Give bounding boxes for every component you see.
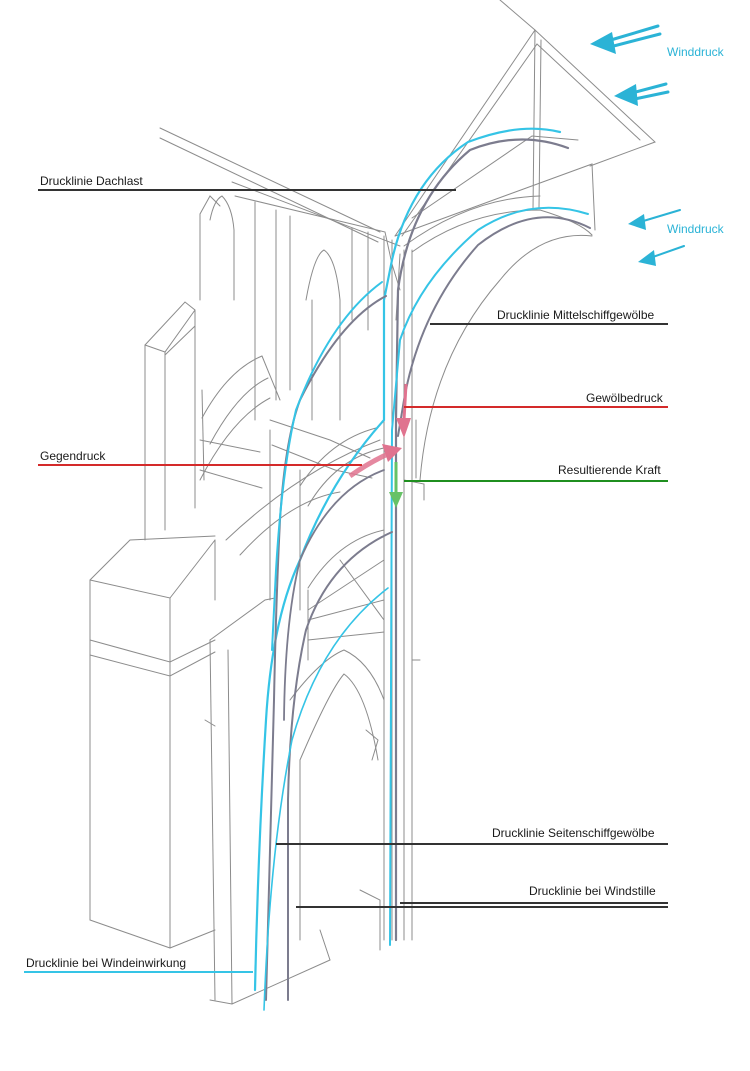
wind-line-secondary-cyan xyxy=(389,206,589,946)
label-drucklinie-dachlast: Drucklinie Dachlast xyxy=(40,174,143,188)
vault-thrust-arrow xyxy=(402,383,408,421)
wind-arrow-4 xyxy=(638,245,685,266)
wind-arrow-1 xyxy=(590,24,662,54)
counter-thrust-arrow xyxy=(348,451,390,479)
label-drucklinie-seitenschiff: Drucklinie Seitenschiffgewölbe xyxy=(492,826,655,840)
outer-pressure-line-gray xyxy=(265,295,387,1001)
wind-arrow-3 xyxy=(628,209,681,230)
label-winddruck-mid: Winddruck xyxy=(667,222,724,236)
pencil-sketch xyxy=(89,0,656,1005)
central-pier xyxy=(289,235,425,951)
pressure-lines xyxy=(253,127,591,1011)
nave-vault-line-gray xyxy=(397,216,591,437)
flying-buttresses xyxy=(199,355,385,611)
lower-branch-cyan xyxy=(263,587,389,1011)
label-winddruck-top: Winddruck xyxy=(667,45,724,59)
roof-load-line-gray xyxy=(394,138,570,942)
main-pier xyxy=(204,597,331,1005)
wind-pressure-line-cyan xyxy=(253,127,562,992)
label-gewoelbedruck: Gewölbedruck xyxy=(586,391,663,405)
roof-gable xyxy=(159,0,656,247)
clerestory-wall xyxy=(209,195,401,421)
outer-pressure-line-cyan xyxy=(271,281,383,651)
wind-arrow-2 xyxy=(614,82,670,106)
leader-lines xyxy=(24,189,668,973)
nave-vault xyxy=(395,195,593,481)
label-drucklinie-mittelschiff: Drucklinie Mittelschiffgewölbe xyxy=(497,308,655,322)
label-gegendruck: Gegendruck xyxy=(40,449,106,463)
buttress-block xyxy=(89,535,216,949)
tower-pier xyxy=(144,195,221,541)
wind-arrows xyxy=(590,24,685,266)
aisle-vault-line-gray-2 xyxy=(283,469,385,721)
label-drucklinie-windstille: Drucklinie bei Windstille xyxy=(529,884,656,898)
label-resultierende-kraft: Resultierende Kraft xyxy=(558,463,661,477)
label-drucklinie-windeinwirkung: Drucklinie bei Windeinwirkung xyxy=(26,956,187,970)
aisle-vault xyxy=(199,439,385,661)
force-arrows xyxy=(348,383,411,508)
